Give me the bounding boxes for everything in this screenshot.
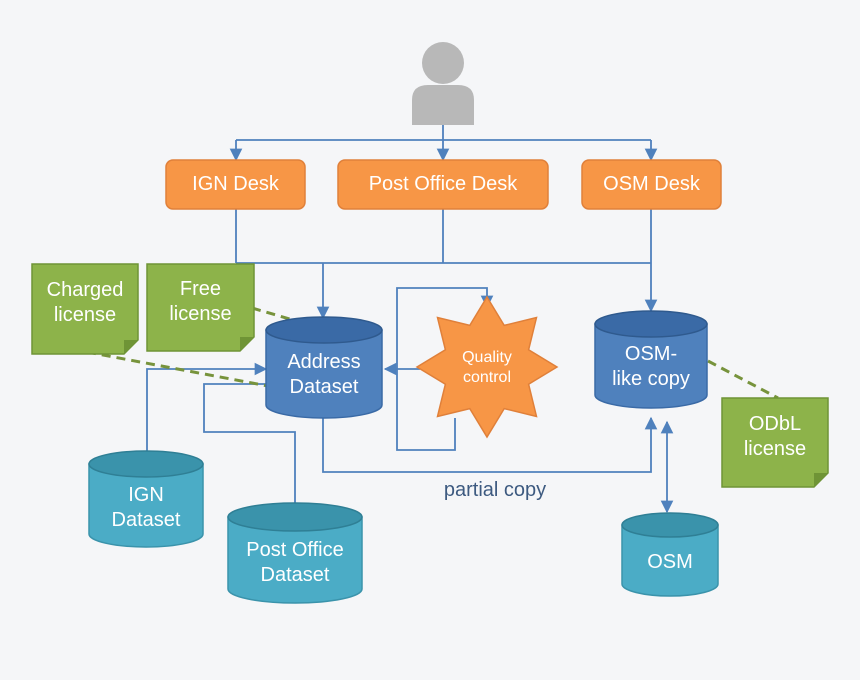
osm-desk-box[interactable] [581,159,722,210]
partial-copy-connector [322,416,658,473]
osm-db[interactable] [621,512,719,597]
charged-license-note-fold [124,340,138,354]
ign-desk-box[interactable] [165,159,306,210]
post-office-desk-box[interactable] [337,159,549,210]
odbl-license-note-fold [814,473,828,487]
quality-control-star[interactable] [415,295,559,439]
free-license-note-fold [240,337,254,351]
quality-control-loop [383,287,494,451]
desks-to-datasets-connectors [235,209,658,320]
address-dataset-db[interactable] [265,316,383,419]
license-links [86,306,779,400]
user-to-desks-connectors [229,125,658,162]
free-license-note [146,263,255,352]
osm-like-copy-db[interactable] [594,310,708,409]
charged-license-note [31,263,139,355]
ign-dataset-db[interactable] [88,450,204,548]
post-office-dataset-db[interactable] [227,502,363,604]
odbl-license-note [721,397,829,488]
person-icon [412,42,474,125]
source-datasets-connectors [146,362,296,504]
